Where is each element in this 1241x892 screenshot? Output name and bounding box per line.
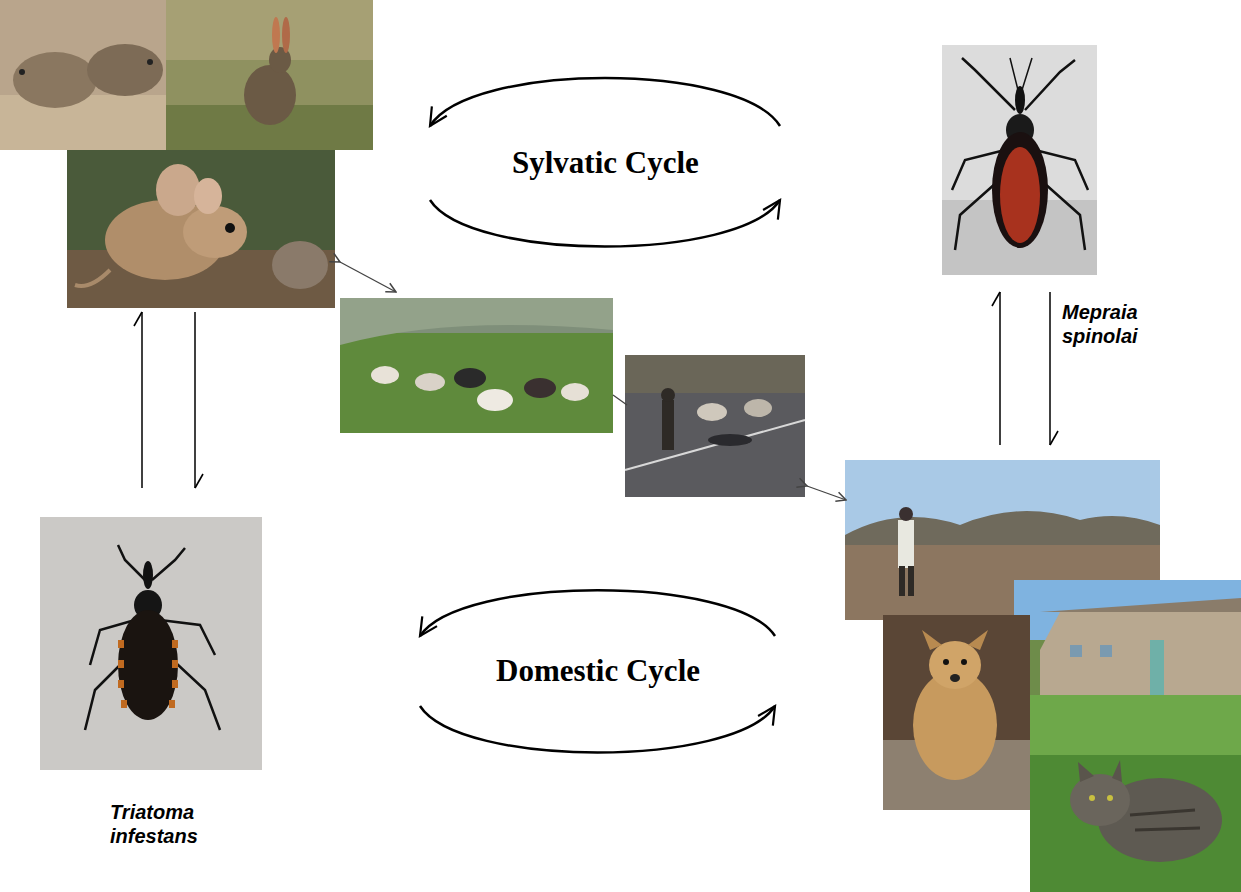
transfer-arrow xyxy=(194,312,196,488)
link-arrow xyxy=(340,262,396,292)
link-arrow xyxy=(807,486,846,500)
goats-photo xyxy=(340,298,613,433)
link-line xyxy=(613,395,627,405)
mouse-photo xyxy=(67,150,335,308)
mepraia-photo xyxy=(942,45,1097,275)
transfer-arrow xyxy=(141,312,143,488)
dog-photo xyxy=(883,615,1030,810)
species-name: Mepraia spinolai xyxy=(1062,300,1172,348)
rabbit-photo xyxy=(166,0,373,150)
degu-photo xyxy=(0,0,166,150)
transfer-arrow xyxy=(1049,292,1051,445)
transfer-arrow xyxy=(999,292,1001,445)
cycle-arrow xyxy=(430,200,780,247)
cycle-arrow xyxy=(430,78,780,126)
cat-photo xyxy=(1030,695,1241,892)
cycle-arrow xyxy=(420,590,775,636)
road-photo xyxy=(625,355,805,497)
cycle-label: Domestic Cycle xyxy=(496,652,700,689)
species-name: Triatoma infestans xyxy=(110,800,220,848)
cycle-label: Sylvatic Cycle xyxy=(512,144,699,181)
cycle-arrow xyxy=(420,706,775,753)
triatoma-photo xyxy=(40,517,262,770)
